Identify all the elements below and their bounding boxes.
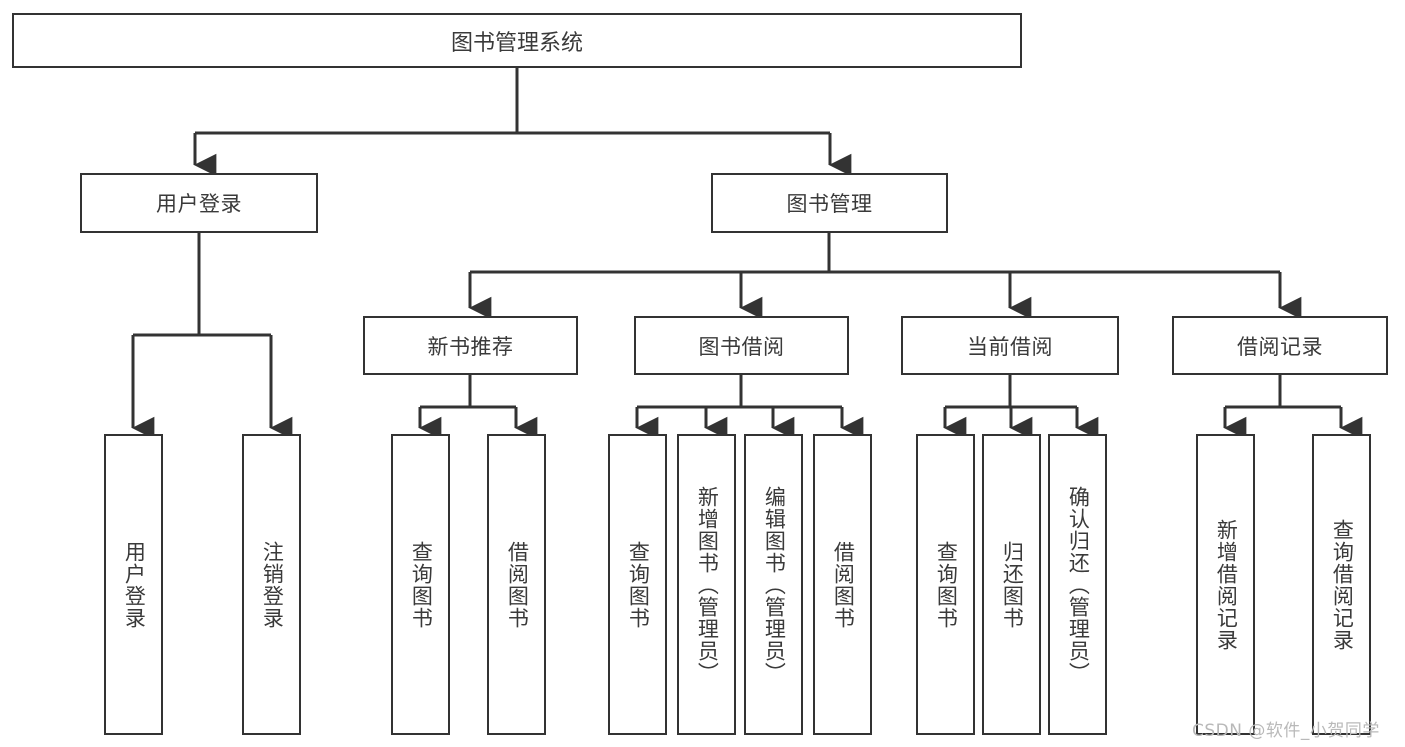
node-book-borrow[interactable]: 图书借阅	[634, 316, 849, 375]
leaf-user-login-1[interactable]: 用户登录	[104, 434, 163, 735]
leaf-label: 查询图书	[409, 540, 434, 629]
leaf-label: 查询图书	[934, 540, 959, 629]
leaf-label: 用户登录	[122, 540, 147, 629]
node-borrow-record[interactable]: 借阅记录	[1172, 316, 1388, 375]
leaf-borrow-record-1[interactable]: 新增借阅记录	[1196, 434, 1255, 735]
leaf-label: 确认归还（管理员）	[1066, 485, 1091, 684]
watermark: CSDN @软件_小贺同学	[1192, 721, 1380, 741]
leaf-label: 编辑图书（管理员）	[762, 485, 787, 684]
node-current-borrow-label: 当前借阅	[967, 334, 1053, 359]
leaf-current-borrow-1[interactable]: 查询图书	[916, 434, 975, 735]
node-root-label: 图书管理系统	[450, 30, 583, 56]
leaf-book-borrow-1[interactable]: 查询图书	[608, 434, 667, 735]
leaf-label: 注销登录	[260, 540, 285, 629]
leaf-new-book-2[interactable]: 借阅图书	[487, 434, 546, 735]
leaf-user-login-2[interactable]: 注销登录	[242, 434, 301, 735]
leaf-borrow-record-2[interactable]: 查询借阅记录	[1312, 434, 1371, 735]
node-user-login-label: 用户登录	[156, 192, 242, 216]
leaf-book-borrow-4[interactable]: 借阅图书	[813, 434, 872, 735]
node-borrow-record-label: 借阅记录	[1237, 334, 1323, 359]
node-book-manage[interactable]: 图书管理	[711, 173, 948, 233]
leaf-current-borrow-2[interactable]: 归还图书	[982, 434, 1041, 735]
leaf-label: 查询图书	[626, 540, 651, 629]
leaf-label: 新增图书（管理员）	[695, 485, 720, 684]
node-book-manage-label: 图书管理	[786, 192, 873, 216]
leaf-label: 归还图书	[1000, 540, 1025, 629]
leaf-book-borrow-2[interactable]: 新增图书（管理员）	[677, 434, 736, 735]
leaf-label: 借阅图书	[505, 540, 530, 629]
node-book-borrow-label: 图书借阅	[698, 334, 785, 359]
node-user-login[interactable]: 用户登录	[80, 173, 318, 233]
leaf-label: 借阅图书	[831, 540, 856, 629]
node-new-book-label: 新书推荐	[427, 334, 514, 359]
leaf-book-borrow-3[interactable]: 编辑图书（管理员）	[744, 434, 803, 735]
leaf-current-borrow-3[interactable]: 确认归还（管理员）	[1048, 434, 1107, 735]
leaf-label: 新增借阅记录	[1214, 518, 1239, 651]
node-new-book[interactable]: 新书推荐	[363, 316, 578, 375]
node-root[interactable]: 图书管理系统	[12, 13, 1022, 68]
node-current-borrow[interactable]: 当前借阅	[901, 316, 1119, 375]
leaf-label: 查询借阅记录	[1330, 518, 1355, 651]
leaf-new-book-1[interactable]: 查询图书	[391, 434, 450, 735]
